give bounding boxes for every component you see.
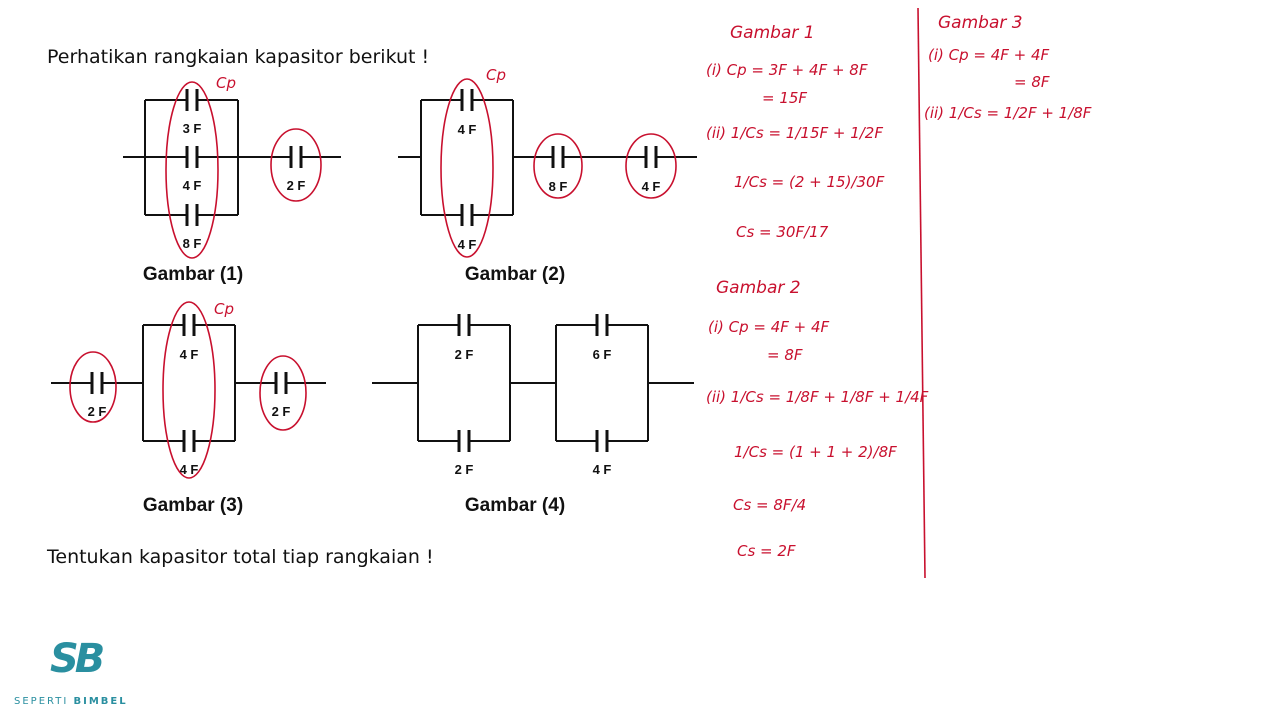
capacitor-label: 4 F [642, 179, 661, 194]
capacitor-symbol [644, 146, 658, 168]
capacitor-label: 4 F [180, 347, 199, 362]
capacitor-label: 8 F [183, 236, 202, 251]
capacitor-label: 4 F [183, 178, 202, 193]
logo-wordmark: SEPERTI BIMBEL [14, 696, 128, 707]
capacitor-label: 4 F [458, 237, 477, 252]
capacitor-label: 2 F [455, 347, 474, 362]
notes-line: (ii) 1/Cs = 1/2F + 1/8F [924, 104, 1092, 122]
figure-3: 2 F 4 F 4 F 2 F Cp Gambar (3) [51, 300, 326, 516]
capacitor-symbol [289, 146, 303, 168]
annotation-ellipse [69, 351, 117, 423]
annotation-ellipse [533, 133, 583, 199]
annotation-ellipse [162, 301, 216, 479]
capacitor-label: 4 F [458, 122, 477, 137]
capacitor-symbol [185, 204, 199, 226]
capacitor-symbol [457, 314, 471, 336]
circuit-1-wires [123, 99, 341, 216]
annotation-ellipse [259, 355, 307, 431]
notes-line: (i) Cp = 4F + 4F [928, 46, 1050, 64]
notes-line: = 8F [767, 346, 803, 364]
capacitor-symbol [595, 430, 609, 452]
annotation-ellipse [165, 81, 219, 259]
logo-word-2: BIMBEL [73, 696, 128, 707]
notes-divider [917, 7, 926, 579]
capacitor-symbol [182, 314, 196, 336]
capacitor-label: 2 F [287, 178, 306, 193]
capacitor-label: 8 F [549, 179, 568, 194]
capacitor-label: 6 F [593, 347, 612, 362]
capacitor-symbol [185, 146, 199, 168]
capacitor-symbol [274, 372, 288, 394]
notes-line: (i) Cp = 4F + 4F [708, 318, 830, 336]
notes-line: Cs = 30F/17 [736, 223, 829, 241]
annotation-ellipse [270, 128, 322, 202]
figure-4: 2 F 2 F 6 F 4 F Gambar (4) [372, 314, 694, 516]
capacitor-symbol [457, 430, 471, 452]
notes-title: Gambar 1 [730, 23, 815, 43]
annotation-cp: Cp [486, 66, 506, 84]
seperti-bimbel-logo: SB SEPERTI BIMBEL [14, 636, 134, 712]
figure-2: 4 F 4 F 8 F 4 F Cp Gambar (2) [398, 66, 697, 285]
capacitor-label: 3 F [183, 121, 202, 136]
annotation-ellipse [625, 133, 677, 199]
notes-title: Gambar 2 [716, 278, 801, 298]
figure-caption: Gambar (2) [465, 264, 565, 285]
notes-line: 1/Cs = (1 + 1 + 2)/8F [734, 443, 897, 461]
circuit-4-wires [372, 324, 694, 442]
annotation-cp: Cp [216, 74, 236, 92]
capacitor-symbol [551, 146, 565, 168]
capacitor-symbol [182, 430, 196, 452]
notes-line: (ii) 1/Cs = 1/15F + 1/2F [706, 124, 883, 142]
capacitor-symbol [460, 89, 474, 111]
capacitor-symbol [595, 314, 609, 336]
capacitor-label: 4 F [593, 462, 612, 477]
capacitor-label: 2 F [88, 404, 107, 419]
circuit-2-wires [398, 99, 697, 216]
capacitor-symbol [460, 204, 474, 226]
capacitor-symbol [90, 372, 104, 394]
notes-line: Cs = 8F/4 [733, 496, 806, 514]
notes-line: = 8F [1014, 73, 1050, 91]
notes-gambar-3: Gambar 3 (i) Cp = 4F + 4F = 8F (ii) 1/Cs… [924, 13, 1092, 122]
capacitor-label: 2 F [455, 462, 474, 477]
notes-line: (ii) 1/Cs = 1/8F + 1/8F + 1/4F [706, 388, 929, 406]
figure-1: 3 F 4 F 8 F 2 F Cp Gambar (1) [123, 74, 341, 285]
notes-gambar-2: Gambar 2 (i) Cp = 4F + 4F = 8F (ii) 1/Cs… [706, 278, 929, 560]
notes-line: (i) Cp = 3F + 4F + 8F [706, 61, 868, 79]
notes-gambar-1: Gambar 1 (i) Cp = 3F + 4F + 8F = 15F (ii… [706, 23, 885, 241]
figure-caption: Gambar (3) [143, 495, 243, 516]
notes-line: 1/Cs = (2 + 15)/30F [734, 173, 885, 191]
task-text: Tentukan kapasitor total tiap rangkaian … [47, 546, 434, 568]
capacitor-label: 4 F [180, 462, 199, 477]
logo-word-1: SEPERTI [14, 696, 69, 707]
capacitor-symbol [185, 89, 199, 111]
figure-caption: Gambar (1) [143, 264, 243, 285]
notes-line: Cs = 2F [737, 542, 796, 560]
logo-mark: SB [50, 636, 105, 682]
annotation-ellipse [440, 78, 494, 258]
notes-line: = 15F [762, 89, 807, 107]
figure-caption: Gambar (4) [465, 495, 565, 516]
annotation-cp: Cp [214, 300, 234, 318]
question-text: Perhatikan rangkaian kapasitor berikut ! [47, 46, 430, 68]
capacitor-label: 2 F [272, 404, 291, 419]
notes-title: Gambar 3 [938, 13, 1023, 33]
